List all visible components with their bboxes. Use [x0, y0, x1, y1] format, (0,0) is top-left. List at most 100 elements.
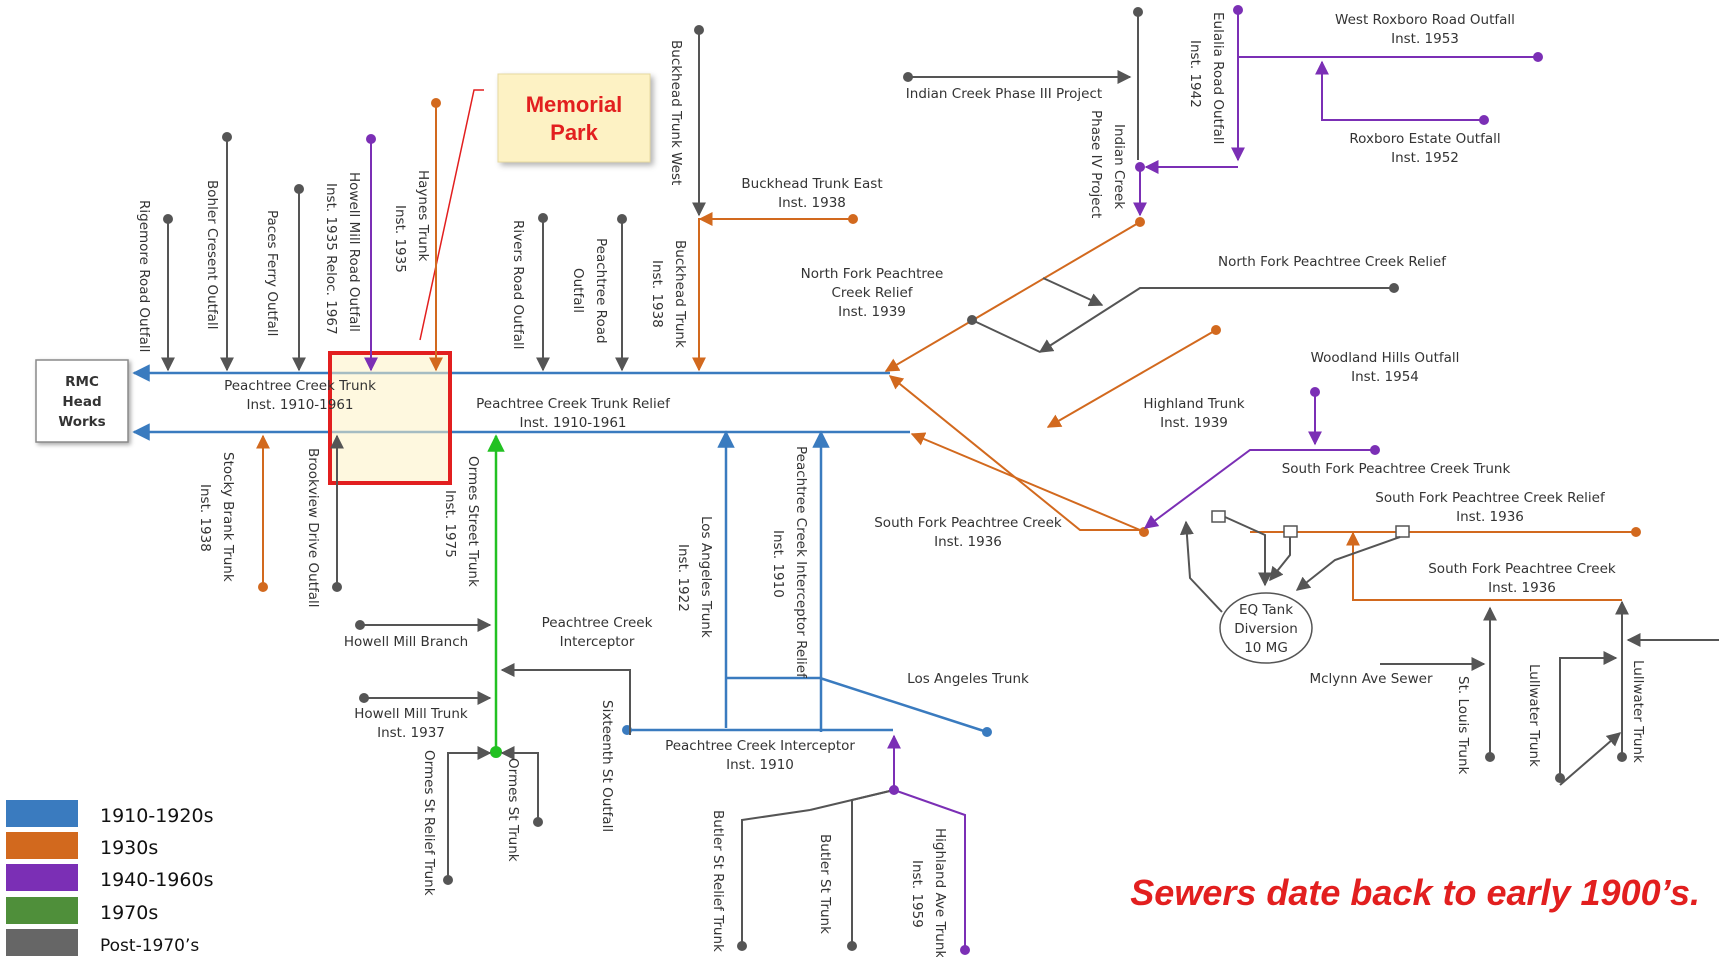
- junction-arrow-1: [1042, 277, 1104, 307]
- eq-arrow-1: [1224, 516, 1272, 587]
- lullwater-left-line: [1559, 651, 1618, 778]
- label-woodland-hills-inst: Inst. 1954: [1351, 369, 1419, 385]
- legend-swatch-1970: [6, 897, 78, 924]
- label-st-louis: St. Louis Trunk: [1455, 676, 1471, 775]
- north-fork-junction: [971, 277, 1394, 353]
- highland-ave-lines: [887, 734, 966, 950]
- legend: 1910-1920s 1930s 1940-1960s 1970s Post-1…: [6, 800, 213, 956]
- label-butler: Butler St Trunk: [817, 834, 833, 934]
- buckhead-east-node: [848, 214, 858, 224]
- purple-upper-right: [1133, 10, 1538, 529]
- label-haynes: Haynes Trunk: [415, 170, 431, 262]
- eq-tank-line2: Diversion: [1234, 621, 1298, 637]
- slogan-text: Sewers date back to early 1900’s.: [1130, 872, 1700, 913]
- south-fork-lower-line: [910, 432, 1141, 531]
- label-buckhead-trunk-inst: Inst. 1938: [649, 260, 665, 328]
- legend-label-1910: 1910-1920s: [100, 805, 213, 827]
- label-west-roxboro: West Roxboro Road Outfall: [1335, 12, 1515, 28]
- label-howell-mill-trunk-inst: Inst. 1937: [377, 725, 445, 741]
- callout-line1: Memorial: [526, 92, 623, 117]
- label-howell-mill-road: Howell Mill Road Outfall: [346, 172, 362, 332]
- eq-tank-line3: 10 MG: [1244, 640, 1288, 656]
- label-lullwater-2: Lullwater Trunk: [1630, 660, 1646, 763]
- label-south-fork-trunk: South Fork Peachtree Creek Trunk: [1282, 461, 1511, 477]
- label-los-angeles-v: Los Angeles Trunk: [698, 516, 714, 638]
- lower-right-gray: [1380, 600, 1719, 786]
- orange-right-nodes: [1135, 217, 1641, 537]
- north-fork-junction-node: [967, 315, 977, 325]
- label-howell-mill-trunk: Howell Mill Trunk: [354, 706, 468, 722]
- label-trunk-relief-inst: Inst. 1910-1961: [519, 415, 626, 431]
- butler-relief-line: [741, 809, 811, 946]
- eq-tank-diversion: EQ Tank Diversion 10 MG: [1179, 510, 1410, 664]
- label-mclynn: Mclynn Ave Sewer: [1309, 671, 1432, 687]
- label-interceptor-mid: Peachtree Creek: [542, 615, 653, 631]
- howell-mill-road-node: [366, 134, 376, 144]
- label-roxboro-estate-inst: Inst. 1952: [1391, 150, 1459, 166]
- indian-creek-lines: [908, 12, 1139, 160]
- haynes-trunk-node: [431, 98, 441, 108]
- eq-arrow-4: [1295, 536, 1401, 591]
- label-buckhead-east-inst: Inst. 1938: [778, 195, 846, 211]
- label-ormes-st: Ormes St Trunk: [505, 758, 521, 862]
- paces-ferry-node: [294, 184, 304, 194]
- label-indian-creek-iv: Indian Creek: [1111, 124, 1127, 209]
- label-buckhead-west: Buckhead Trunk West: [668, 40, 684, 185]
- head-works-line3: Works: [58, 414, 105, 430]
- label-peachtree-creek-trunk-inst: Inst. 1910-1961: [246, 397, 353, 413]
- purple-upper-nodes: [1135, 5, 1543, 455]
- label-rigemore: Rigemore Road Outfall: [136, 200, 152, 352]
- stocky-brank-node: [258, 582, 268, 592]
- label-peachtree-road: Peachtree Road: [593, 238, 609, 344]
- label-sixteenth: Sixteenth St Outfall: [599, 700, 615, 832]
- label-brookview: Brookview Drive Outfall: [305, 448, 321, 608]
- label-peachtree-creek-trunk: Peachtree Creek Trunk: [224, 378, 376, 394]
- memorial-park-leader-line: [419, 89, 484, 341]
- label-stocky-brank-inst: Inst. 1938: [197, 484, 213, 552]
- ormes-relief-node: [443, 875, 453, 885]
- label-los-angeles-h: Los Angeles Trunk: [907, 671, 1029, 687]
- label-rivers-road: Rivers Road Outfall: [510, 220, 526, 349]
- butler-link: [809, 789, 895, 811]
- label-south-fork-mid-inst: Inst. 1936: [934, 534, 1002, 550]
- sixteenth-to-green-line: [500, 663, 631, 735]
- label-howell-mill-road-inst: Inst. 1935 Reloc. 1967: [323, 183, 339, 335]
- lower-right-nodes: [1485, 752, 1627, 783]
- legend-swatch-post1970: [6, 929, 78, 956]
- gray-top-nodes: [163, 25, 704, 224]
- butler-relief-node: [737, 941, 747, 951]
- label-highland-ave-inst: Inst. 1959: [909, 860, 925, 928]
- label-west-roxboro-inst: Inst. 1953: [1391, 31, 1459, 47]
- head-works-line2: Head: [62, 394, 101, 410]
- lullwater-node: [1617, 752, 1627, 762]
- eq-arrow-2: [1179, 520, 1223, 613]
- butler-line: [851, 789, 895, 946]
- eq-arrow-3: [1269, 537, 1291, 582]
- south-fork-upper-line: [888, 375, 1140, 531]
- diversion-box-2: [1283, 525, 1298, 538]
- south-fork-node: [1139, 527, 1149, 537]
- label-ormes-street: Ormes Street Trunk: [465, 456, 481, 587]
- label-interceptor-low: Peachtree Creek Interceptor: [665, 738, 855, 754]
- north-fork-node: [1135, 217, 1145, 227]
- label-highland-ave: Highland Ave Trunk: [932, 828, 948, 957]
- label-stocky-brank: Stocky Brank Trunk: [220, 452, 236, 582]
- label-howell-mill-branch: Howell Mill Branch: [344, 634, 468, 650]
- label-north-fork-relief-1: North Fork Peachtree: [801, 266, 944, 282]
- orange-right-trunks: [884, 221, 1636, 601]
- legend-swatch-1910: [6, 800, 78, 827]
- diversion-box-1: [1211, 510, 1226, 523]
- eq-tank-line1: EQ Tank: [1239, 602, 1293, 618]
- south-fork-relief-node: [1631, 527, 1641, 537]
- highland-ave-end-node: [960, 945, 970, 955]
- roxboro-estate-node: [1479, 115, 1489, 125]
- north-fork-relief-end-node: [1389, 283, 1399, 293]
- label-highland-trunk-inst: Inst. 1939: [1160, 415, 1228, 431]
- label-buckhead-trunk: Buckhead Trunk: [672, 240, 688, 348]
- label-north-fork-relief-3: Inst. 1939: [838, 304, 906, 320]
- main-trunks: [132, 364, 988, 734]
- ormes-st-line: [500, 746, 539, 822]
- label-peachtree-road-2: Outfall: [570, 268, 586, 313]
- highland-trunk-node: [1211, 325, 1221, 335]
